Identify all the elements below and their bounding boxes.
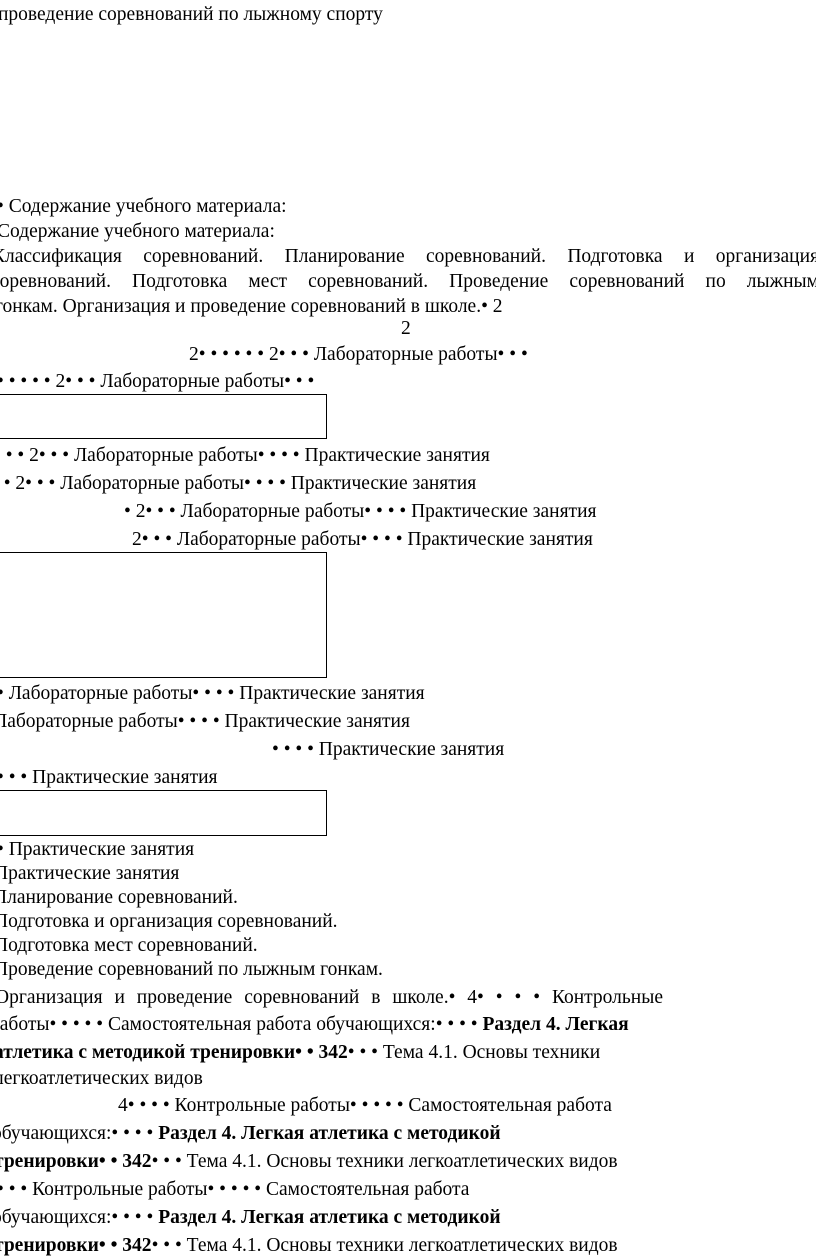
- text-line: • • • 2• • • Лабораторные работы• • • • …: [0, 445, 490, 466]
- text-line: • 2• • • Лабораторные работы• • • • Прак…: [124, 501, 597, 522]
- text-line: Планирование соревнований.: [0, 887, 238, 908]
- text-line: 4• • • • Контрольные работы• • • • • Сам…: [118, 1095, 612, 1116]
- text-line: • • • Практические занятия: [0, 767, 218, 788]
- text-line: тренировки• • 342• • • Тема 4.1. Основы …: [0, 1234, 618, 1258]
- section-heading: тренировки• • 342: [0, 1151, 152, 1172]
- text-line: 2• • • Лабораторные работы• • • • Практи…: [132, 529, 593, 550]
- text-run: работы• • • • • Самостоятельная работа о…: [0, 1014, 478, 1035]
- text-line: 2• • • • • • 2• • • Лабораторные работы•…: [189, 344, 528, 365]
- text-line: Подготовка мест соревнований.: [0, 935, 258, 956]
- paragraph-line: Классификация соревнований. Планирование…: [0, 246, 816, 267]
- text-line: Лабораторные работы• • • • Практические …: [0, 711, 410, 732]
- text-run: • • • Тема 4.1. Основы техники: [347, 1042, 601, 1063]
- text-line: Содержание учебного материала:: [0, 221, 275, 242]
- text-run: обучающихся:• • • •: [0, 1207, 154, 1228]
- text-line: Практические занятия: [0, 863, 180, 884]
- section-heading: тренировки• • 342: [0, 1235, 152, 1256]
- text-line: • • • Контрольные работы• • • • • Самост…: [0, 1179, 470, 1200]
- page-title: проведение соревнований по лыжному спорт…: [0, 4, 383, 25]
- text-line: • • • • Практические занятия: [272, 739, 505, 760]
- text-line: • Лабораторные работы• • • • Практически…: [0, 683, 425, 704]
- text-line: гонкам. Организация и проведение соревно…: [0, 296, 503, 317]
- text-line: обучающихся:• • • • Раздел 4. Легкая атл…: [0, 1122, 501, 1146]
- text-line: работы• • • • • Самостоятельная работа о…: [0, 1013, 629, 1037]
- empty-box: [0, 394, 327, 439]
- paragraph-line: Организация и проведение соревнований в …: [0, 987, 663, 1008]
- section-heading: Раздел 4. Легкая атлетика с методикой: [158, 1123, 501, 1144]
- text-line: • Содержание учебного материала:: [0, 196, 287, 217]
- text-line: • • 2• • • Лабораторные работы• • • • Пр…: [0, 473, 477, 494]
- text-run: • • • Тема 4.1. Основы техники легкоатле…: [151, 1151, 618, 1172]
- empty-box: [0, 790, 327, 836]
- section-heading: Раздел 4. Легкая атлетика с методикой: [158, 1207, 501, 1228]
- text-line: • Практические занятия: [0, 839, 195, 860]
- text-line: обучающихся:• • • • Раздел 4. Легкая атл…: [0, 1206, 501, 1230]
- text-line: Подготовка и организация соревнований.: [0, 911, 338, 932]
- text-run: обучающихся:• • • •: [0, 1123, 154, 1144]
- text-line: Проведение соревнований по лыжным гонкам…: [0, 959, 383, 980]
- text-line: атлетика с методикой тренировки• • 342• …: [0, 1041, 600, 1065]
- section-heading: Раздел 4. Легкая: [482, 1014, 629, 1035]
- text-line: 2: [401, 318, 411, 339]
- empty-box: [0, 552, 327, 678]
- text-line: легкоатлетических видов: [0, 1068, 203, 1089]
- text-line: • • • • • 2• • • Лабораторные работы• • …: [0, 371, 315, 392]
- paragraph-line: соревнований. Подготовка мест соревнован…: [0, 271, 816, 292]
- text-run: • • • Тема 4.1. Основы техники легкоатле…: [151, 1235, 618, 1256]
- text-line: тренировки• • 342• • • Тема 4.1. Основы …: [0, 1150, 618, 1174]
- section-heading: атлетика с методикой тренировки• • 342: [0, 1042, 348, 1063]
